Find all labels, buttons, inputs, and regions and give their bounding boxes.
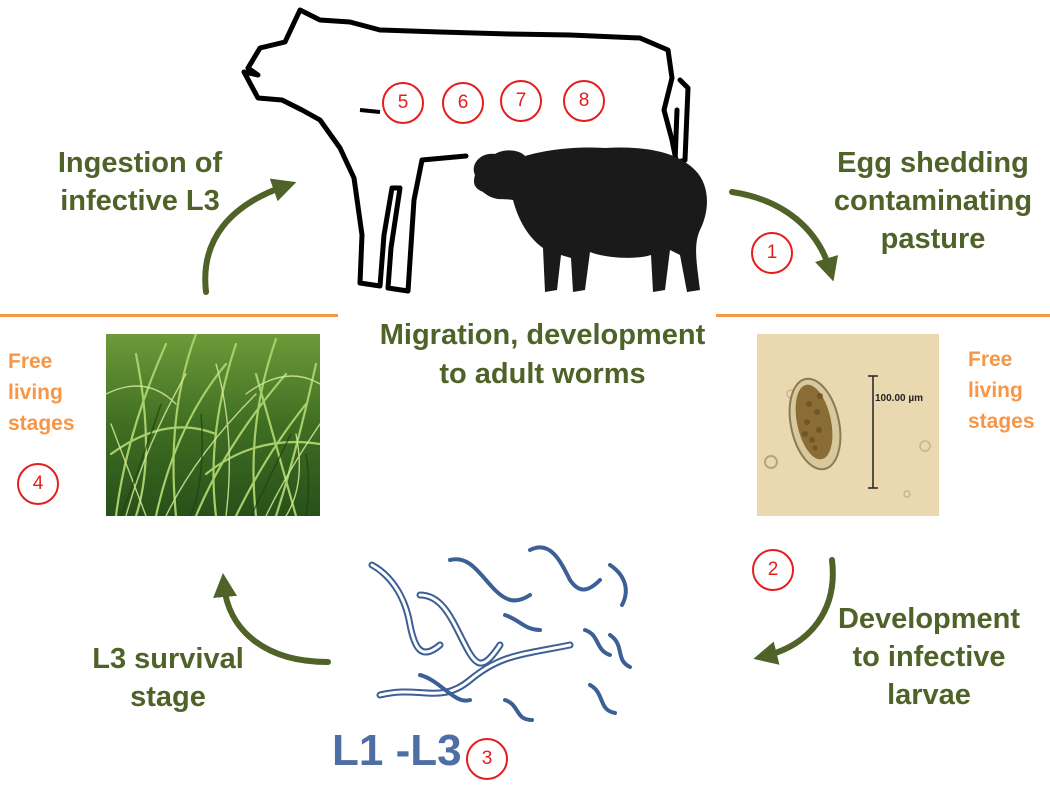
- step-number-1: 1: [751, 232, 793, 274]
- step-number-7: 7: [500, 80, 542, 122]
- divider-left: [0, 314, 338, 317]
- larvae-worms-icon: [368, 545, 632, 722]
- l3-survival-label: L3 survival stage: [92, 643, 244, 713]
- free-living-left-label: Free living stages: [8, 350, 75, 435]
- scale-bar-label: 100.00 µm: [875, 393, 924, 404]
- step-number-4: 4: [17, 463, 59, 505]
- arrow-egg-shedding: [729, 189, 839, 282]
- step-number-5: 5: [382, 82, 424, 124]
- ingestion-label: Ingestion of infective L3: [57, 147, 223, 217]
- sheep-silhouette-icon: [473, 147, 707, 292]
- arrow-ingestion: [202, 178, 297, 295]
- larval-stage-label: L1 -L3: [332, 726, 462, 775]
- step-number-3: 3: [466, 738, 508, 780]
- step-number-6: 6: [442, 82, 484, 124]
- step-number-8: 8: [563, 80, 605, 122]
- cow-outline-icon: [241, 7, 691, 294]
- development-label: Development to infective larvae: [837, 603, 1021, 711]
- step-number-2: 2: [752, 549, 794, 591]
- egg-shedding-label: Egg shedding contaminating pasture: [833, 147, 1033, 255]
- arrow-development: [753, 557, 836, 665]
- egg-micrograph-image: 100.00 µm: [757, 334, 939, 516]
- migration-label: Migration, development to adult worms: [379, 319, 706, 390]
- divider-right: [716, 314, 1050, 317]
- arrow-survival: [213, 573, 331, 665]
- free-living-right-label: Free living stages: [968, 348, 1035, 433]
- grass-image: [106, 334, 320, 516]
